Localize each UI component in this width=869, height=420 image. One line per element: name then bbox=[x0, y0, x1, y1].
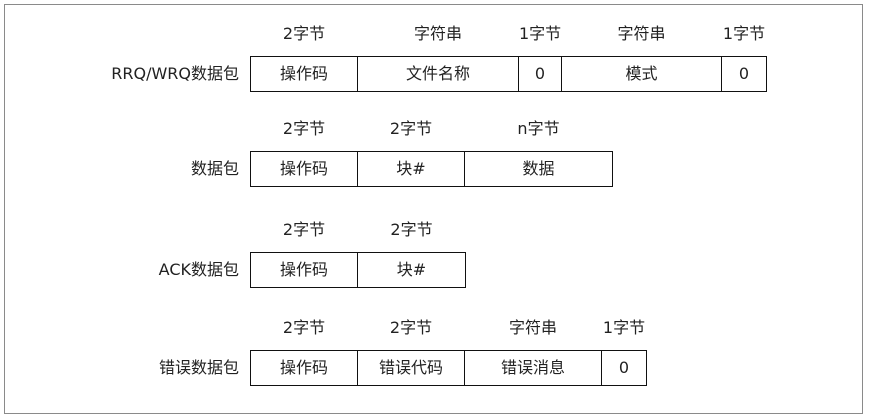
packet-rrq-wrq: RRQ/WRQ数据包 2字节 操作码 字符串 文件名称 1字节 0 字符串 模式… bbox=[0, 18, 869, 98]
diagram-frame bbox=[4, 4, 863, 414]
field-size: 2字节 bbox=[282, 119, 326, 138]
field-size: 2字节 bbox=[389, 119, 433, 138]
field-label: 操作码 bbox=[279, 260, 328, 279]
field-zero-terminator: 1字节 0 bbox=[722, 24, 766, 91]
field-label: 错误消息 bbox=[500, 358, 565, 377]
field-label: 操作码 bbox=[279, 358, 328, 377]
field-error-code: 2字节 错误代码 bbox=[358, 318, 465, 385]
field-label: 块# bbox=[396, 260, 427, 279]
field-opcode: 2字节 操作码 bbox=[251, 318, 358, 385]
packet-ack: ACK数据包 2字节 操作码 2字节 块# bbox=[0, 214, 869, 294]
field-label: 操作码 bbox=[279, 64, 328, 83]
packet-fields: 2字节 操作码 2字节 块# bbox=[250, 220, 466, 288]
field-size: 2字节 bbox=[282, 220, 326, 239]
field-opcode: 2字节 操作码 bbox=[251, 119, 358, 186]
field-block-number: 2字节 块# bbox=[358, 220, 465, 287]
field-size: 2字节 bbox=[282, 318, 326, 337]
field-mode: 字符串 模式 bbox=[562, 24, 722, 91]
field-size: 2字节 bbox=[390, 220, 433, 239]
field-size: 2字节 bbox=[389, 318, 433, 337]
field-label: 文件名称 bbox=[405, 64, 470, 83]
field-zero-terminator: 1字节 0 bbox=[519, 24, 562, 91]
field-size: 1字节 bbox=[519, 24, 562, 43]
field-label: 0 bbox=[534, 64, 546, 83]
packet-name: 数据包 bbox=[190, 159, 239, 178]
field-label: 块# bbox=[396, 159, 426, 178]
packet-fields: 2字节 操作码 2字节 块# n字节 数据 bbox=[250, 119, 613, 187]
field-size: 1字节 bbox=[722, 24, 766, 43]
field-block-number: 2字节 块# bbox=[358, 119, 465, 186]
packet-fields: 2字节 操作码 2字节 错误代码 字符串 错误消息 1字节 0 bbox=[250, 318, 647, 386]
field-opcode: 2字节 操作码 bbox=[251, 24, 358, 91]
field-size: 字符串 bbox=[413, 24, 462, 43]
packet-name: ACK数据包 bbox=[158, 260, 239, 279]
field-opcode: 2字节 操作码 bbox=[251, 220, 358, 287]
field-size: 字符串 bbox=[508, 318, 557, 337]
field-data: n字节 数据 bbox=[465, 119, 612, 186]
packet-fields: 2字节 操作码 字符串 文件名称 1字节 0 字符串 模式 1字节 0 bbox=[250, 24, 767, 92]
field-size: n字节 bbox=[517, 119, 560, 138]
packet-error: 错误数据包 2字节 操作码 2字节 错误代码 字符串 错误消息 1字节 0 bbox=[0, 312, 869, 392]
field-label: 0 bbox=[738, 64, 750, 83]
field-size: 1字节 bbox=[602, 318, 646, 337]
field-label: 0 bbox=[618, 358, 630, 377]
field-error-message: 字符串 错误消息 bbox=[465, 318, 602, 385]
field-size: 2字节 bbox=[282, 24, 326, 43]
field-label: 错误代码 bbox=[378, 358, 443, 377]
field-label: 模式 bbox=[625, 64, 658, 83]
field-size: 字符串 bbox=[617, 24, 666, 43]
field-label: 操作码 bbox=[279, 159, 328, 178]
field-zero-terminator: 1字节 0 bbox=[602, 318, 646, 385]
field-filename: 字符串 文件名称 bbox=[358, 24, 519, 91]
packet-data: 数据包 2字节 操作码 2字节 块# n字节 数据 bbox=[0, 113, 869, 193]
packet-name: 错误数据包 bbox=[158, 358, 239, 377]
field-label: 数据 bbox=[522, 159, 555, 178]
packet-name: RRQ/WRQ数据包 bbox=[111, 64, 239, 83]
